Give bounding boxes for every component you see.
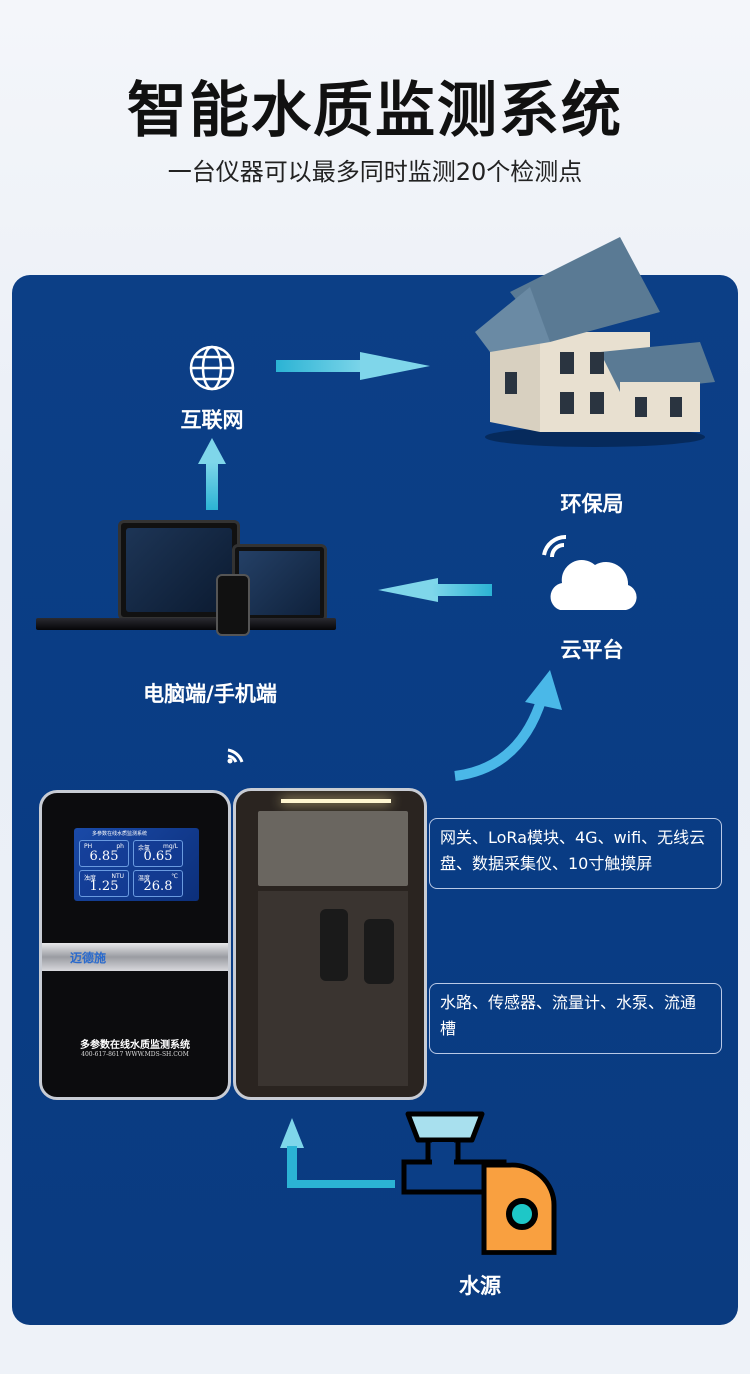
arrow-head — [360, 352, 430, 380]
label-epb: 环保局 — [560, 492, 624, 516]
label-water: 水源 — [459, 1274, 501, 1298]
house-image — [475, 237, 715, 447]
phone-image — [216, 574, 250, 636]
arrow-to-cabinet — [287, 1146, 297, 1188]
info-box-water: 水路、传感器、流量计、水泵、流通槽 — [429, 983, 722, 1054]
arrow-to-internet — [206, 462, 218, 510]
product-name: 多参数在线水质监测系统 — [80, 1040, 190, 1051]
laptop-screen-image — [232, 544, 327, 622]
arrow-to-epb — [276, 360, 366, 372]
arrow-to-terminals — [432, 584, 492, 596]
page-subtitle: 一台仪器可以最多同时监测20个检测点 — [167, 158, 583, 186]
label-cloud: 云平台 — [560, 638, 624, 662]
page-title: 智能水质监测系统 — [127, 76, 623, 146]
arrow-head — [280, 1118, 304, 1148]
arrow-head — [198, 438, 226, 464]
tablet-image — [118, 520, 240, 620]
cloud-wifi-icon — [542, 535, 637, 610]
wifi-icon — [227, 748, 244, 764]
arrow-to-cloud — [454, 670, 562, 781]
info-box-comms: 网关、LoRa模块、4G、wifi、无线云盘、数据采集仪、10寸触摸屏 — [429, 818, 722, 889]
brand-logo: 迈德施 — [70, 951, 107, 965]
globe-icon — [189, 345, 235, 391]
label-internet: 互联网 — [180, 408, 244, 432]
label-terminals: 电脑端/手机端 — [143, 682, 277, 706]
pipe-line — [287, 1180, 395, 1188]
handle-bar[interactable]: 迈德施 — [42, 943, 228, 971]
screen-title: 多参数在线水质监测系统 — [92, 831, 148, 837]
monitor-cabinet-interior — [233, 788, 427, 1100]
arrow-head — [378, 578, 438, 602]
contact-info: 400-617-8617 WWW.MDS-SH.COM — [81, 1051, 189, 1058]
laptop-base-image — [36, 618, 336, 630]
water-pump-icon — [401, 1111, 557, 1255]
